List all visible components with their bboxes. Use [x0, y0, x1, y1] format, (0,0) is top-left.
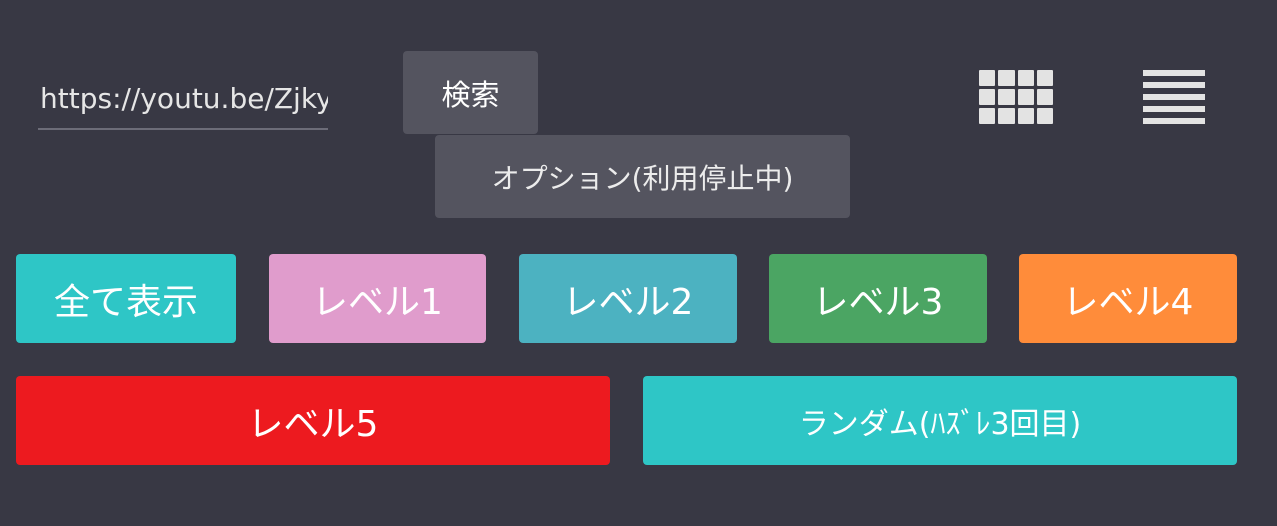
menu-bar [1143, 82, 1205, 88]
grid-cell [1017, 70, 1034, 86]
grid-cell [998, 108, 1015, 124]
search-button[interactable]: 検索 [403, 51, 538, 134]
grid-cell [1017, 89, 1034, 105]
level-3-button[interactable]: レベル3 [769, 254, 987, 343]
grid-cell [998, 89, 1015, 105]
menu-bar [1143, 118, 1205, 124]
hamburger-menu-icon[interactable] [1143, 70, 1205, 124]
grid-cell [1017, 108, 1034, 124]
menu-bar [1143, 106, 1205, 112]
grid-cell [1036, 108, 1053, 124]
level-2-button[interactable]: レベル2 [519, 254, 737, 343]
menu-bar [1143, 94, 1205, 100]
grid-cell [979, 108, 996, 124]
option-button[interactable]: オプション(利用停止中) [435, 135, 850, 218]
menu-bar [1143, 70, 1205, 76]
level-4-button[interactable]: レベル4 [1019, 254, 1237, 343]
show-all-button[interactable]: 全て表示 [16, 254, 236, 343]
grid-icon[interactable] [979, 70, 1053, 124]
random-button[interactable]: ランダム(ﾊｽﾞﾚ3回目) [643, 376, 1237, 465]
grid-cell [1036, 70, 1053, 86]
grid-cell [979, 89, 996, 105]
grid-cell [1036, 89, 1053, 105]
level-1-button[interactable]: レベル1 [269, 254, 486, 343]
grid-cell [979, 70, 996, 86]
url-input[interactable] [38, 68, 328, 128]
url-input-wrapper [38, 68, 328, 130]
grid-cell [998, 70, 1015, 86]
level-5-button[interactable]: レベル5 [16, 376, 610, 465]
